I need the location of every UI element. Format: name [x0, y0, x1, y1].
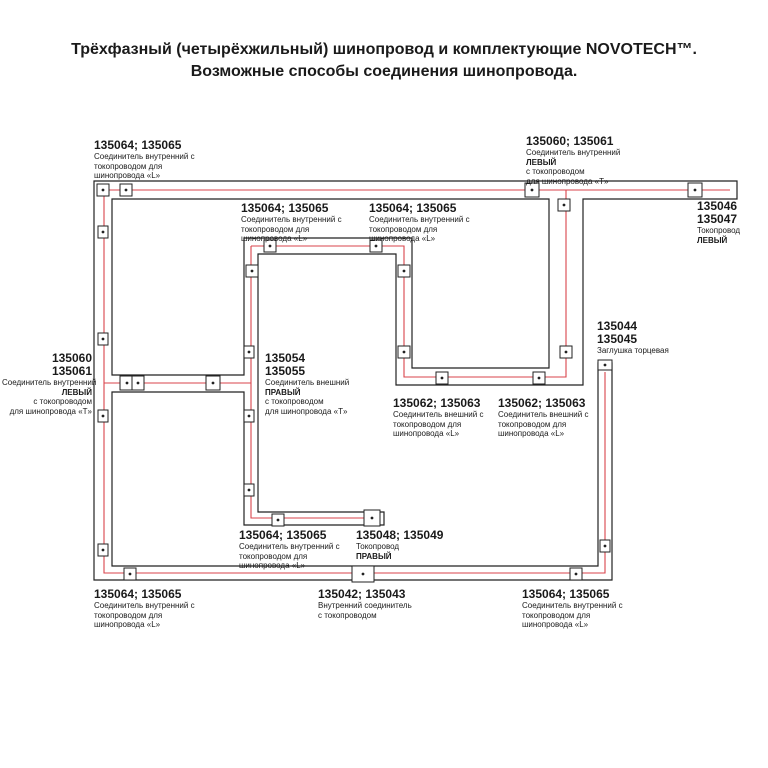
connector-feed-right-pin: [370, 516, 374, 520]
connector-mid-t1-pin: [211, 381, 215, 385]
connector-mid-t2-pin: [247, 350, 251, 354]
diagram-title: Трёхфазный (четырёхжильный) шинопровод и…: [71, 41, 697, 58]
connector-left-lower-pin: [101, 548, 105, 552]
conductor-line-3: [251, 190, 567, 378]
connector-end-cap-pin: [603, 363, 607, 367]
diagram-subtitle: Возможные способы соединения шинопровода…: [190, 63, 578, 80]
connector-mid-t3-pin: [247, 414, 251, 418]
connector-inner-2a-pin: [374, 244, 378, 248]
connector-left-t2-pin: [101, 414, 105, 418]
connector-inner-1a-pin: [268, 244, 272, 248]
conductor-line-4: [250, 246, 370, 519]
connector-ext2a-pin: [564, 350, 568, 354]
connector-straight-pin: [361, 572, 365, 576]
connector-feed-left-pin: [693, 188, 697, 192]
connector-ext1b-pin: [440, 376, 444, 380]
connector-bottom-left-pin: [128, 572, 132, 576]
connector-ext1a-pin: [402, 350, 406, 354]
connector-bottom-right-pin: [574, 572, 578, 576]
connector-mid-a-pin: [136, 381, 140, 385]
connector-inner-2b-pin: [402, 269, 406, 273]
connector-right-riser-pin: [603, 544, 607, 548]
connector-top-left-inner-pin: [124, 188, 128, 192]
connector-inner-3a-pin: [247, 488, 251, 492]
conductor-line-1: [103, 189, 730, 574]
connector-top-left-pin: [101, 188, 105, 192]
connector-top-mid-pin: [530, 188, 534, 192]
connector-inner-3b-pin: [276, 518, 280, 522]
track-outline-2: [111, 198, 550, 376]
connector-left-mid-pin: [101, 337, 105, 341]
connector-inner-1b-pin: [250, 269, 254, 273]
connector-left-t-pin: [125, 381, 129, 385]
connector-top-tee-pin: [562, 203, 566, 207]
connector-left-upper-pin: [101, 230, 105, 234]
connector-ext2b-pin: [537, 376, 541, 380]
